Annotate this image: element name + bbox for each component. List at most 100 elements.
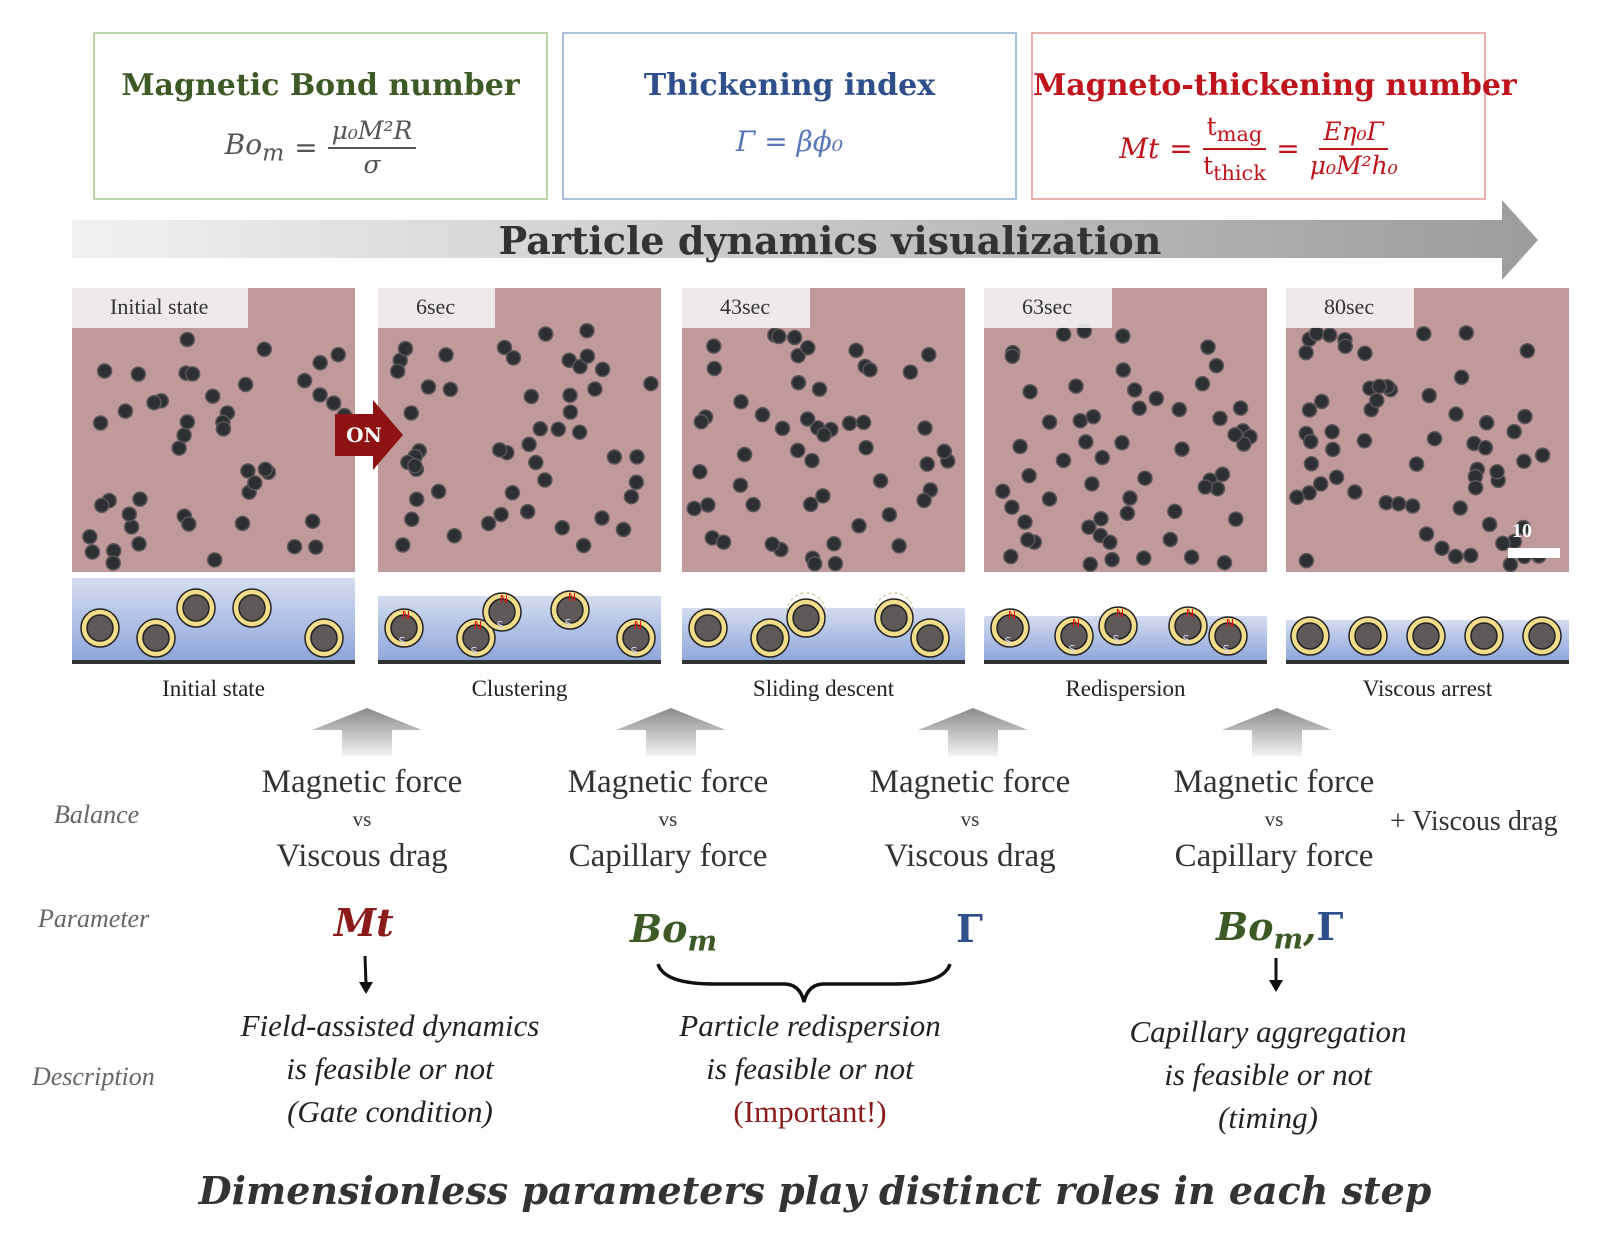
north-pole-label: N bbox=[1072, 617, 1080, 630]
particle-core bbox=[1296, 622, 1324, 650]
particle-dot bbox=[1104, 551, 1120, 568]
particle-dot bbox=[296, 372, 313, 389]
particle-dot bbox=[1022, 383, 1038, 400]
particle-dot bbox=[504, 485, 521, 501]
south-pole-label: S bbox=[1183, 633, 1190, 646]
particle-dot bbox=[1481, 516, 1498, 533]
particle-dot bbox=[181, 516, 197, 532]
particle-dot bbox=[1303, 456, 1320, 472]
time-label: 80sec bbox=[1286, 288, 1415, 328]
particle-dot bbox=[1534, 447, 1551, 463]
particle-dot bbox=[995, 483, 1011, 499]
particle-dot bbox=[1072, 412, 1089, 429]
particle-dot bbox=[528, 454, 544, 471]
particle-dot bbox=[1489, 464, 1505, 480]
particle-dot bbox=[706, 360, 723, 377]
south-pole-label: S bbox=[1113, 633, 1120, 646]
particle-dot bbox=[179, 414, 196, 430]
particle-dot bbox=[537, 472, 553, 488]
particle-dot bbox=[550, 421, 567, 438]
particle-dot bbox=[736, 446, 753, 463]
particle-dot bbox=[1324, 423, 1340, 440]
south-pole-label: S bbox=[471, 645, 478, 658]
particle-dot bbox=[826, 536, 842, 552]
scale-bar bbox=[1508, 548, 1560, 558]
particle-dot bbox=[1227, 426, 1243, 443]
particle-dot bbox=[1404, 498, 1421, 514]
down-arrow-1 bbox=[359, 956, 373, 994]
particle-dot bbox=[1418, 526, 1435, 542]
particle-dot bbox=[686, 500, 702, 517]
particle-dot bbox=[919, 456, 935, 472]
particle-core bbox=[1060, 622, 1088, 650]
micro-panel-43sec: 43sec bbox=[682, 288, 965, 572]
particle-dot bbox=[745, 496, 761, 513]
particle-dot bbox=[1298, 344, 1314, 361]
particle-dot bbox=[1325, 441, 1341, 458]
brace bbox=[656, 963, 952, 1003]
particle-dot bbox=[215, 421, 232, 437]
particle-dot bbox=[1131, 400, 1148, 416]
field-on-arrow: ON bbox=[335, 400, 403, 470]
particle-dot bbox=[1171, 401, 1188, 418]
particle-dot bbox=[1055, 326, 1072, 342]
particle-dot bbox=[1078, 434, 1094, 450]
particle-dot bbox=[594, 510, 610, 526]
particle-dot bbox=[1115, 328, 1131, 344]
particle-dot bbox=[312, 387, 328, 403]
particle-dot bbox=[325, 395, 342, 411]
thickening-index-formula: Γ = βϕ₀ bbox=[735, 125, 844, 158]
particle-dot bbox=[330, 346, 347, 363]
particle-dot bbox=[1371, 378, 1388, 395]
particle-dot bbox=[1308, 325, 1325, 342]
particle-core bbox=[488, 598, 516, 626]
particle-dot bbox=[82, 529, 98, 545]
particle-dot bbox=[257, 461, 274, 478]
particle-dot bbox=[1312, 476, 1329, 492]
particle-dot bbox=[1462, 547, 1479, 564]
particle-dot bbox=[733, 394, 749, 410]
down-arrow-2 bbox=[1269, 958, 1283, 992]
particle-dot bbox=[1208, 357, 1225, 374]
particle-dot bbox=[848, 342, 864, 359]
north-pole-label: N bbox=[634, 619, 642, 632]
particle-dot bbox=[1357, 345, 1373, 362]
particle-dot bbox=[1055, 452, 1072, 469]
particle-dot bbox=[105, 555, 121, 571]
particle-dot bbox=[1003, 548, 1019, 565]
time-label: 63sec bbox=[984, 288, 1113, 328]
particle-dot bbox=[579, 348, 596, 364]
particle-core bbox=[182, 594, 210, 622]
particle-dot bbox=[1337, 338, 1354, 355]
particle-dot bbox=[94, 497, 110, 514]
north-pole-label: N bbox=[500, 593, 508, 606]
particle-core bbox=[792, 604, 820, 632]
particle-dot bbox=[1421, 387, 1437, 404]
particle-core bbox=[462, 624, 490, 652]
particle-dot bbox=[1517, 408, 1533, 425]
particle-dot bbox=[1068, 378, 1084, 394]
particle-dot bbox=[146, 394, 162, 411]
particle-dots bbox=[389, 322, 659, 554]
particle-dot bbox=[916, 492, 932, 509]
particle-core bbox=[238, 594, 266, 622]
particle-dot bbox=[802, 496, 819, 513]
stage-label-initial: Initial state bbox=[162, 676, 265, 701]
particle-dot bbox=[1452, 500, 1468, 516]
particle-dot bbox=[1148, 390, 1165, 407]
schematic-viscous-arrest bbox=[1286, 616, 1569, 664]
particle-core bbox=[916, 624, 944, 652]
particle-dot bbox=[872, 473, 889, 489]
particle-dot bbox=[1115, 362, 1132, 378]
row-label-parameter: Parameter bbox=[38, 904, 150, 933]
particle-dot bbox=[1020, 532, 1036, 548]
particle-dot bbox=[1301, 402, 1318, 418]
particle-dot bbox=[790, 374, 807, 391]
particle-dot bbox=[1126, 382, 1143, 398]
particle-dot bbox=[1041, 414, 1058, 430]
particle-dot bbox=[692, 463, 708, 480]
